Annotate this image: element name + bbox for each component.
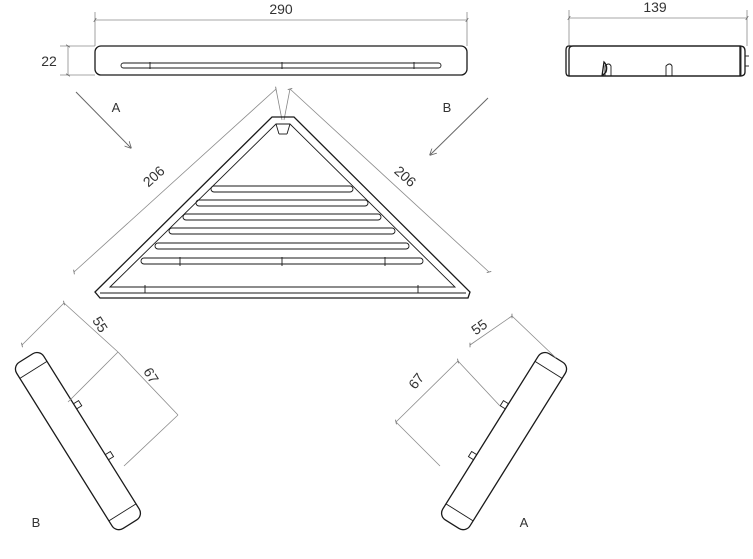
view-b-section: 55 67 B [14,300,179,531]
front-shelf-slot [120,62,442,69]
side-view: 139 [565,0,749,77]
dimension-front-height: 22 [41,53,57,69]
dimension-view-b-67: 67 [140,365,162,387]
dimension-edge-left: 206 [140,162,168,190]
view-b-bar [14,351,142,531]
shelf-outline [94,116,471,299]
view-label-bottom-right: A [520,515,529,530]
front-view: 290 22 [41,1,469,77]
drain-slots [140,185,424,266]
view-a-bar [440,351,568,531]
shelf-inner-outline [108,123,457,288]
view-label-bottom-left: B [32,515,41,530]
view-arrow-b: B [430,97,489,155]
dimension-view-a-55: 55 [468,316,490,338]
view-a-section: 55 67 A [395,313,568,531]
dimension-view-b-55: 55 [89,314,111,336]
dimension-view-a-67: 67 [405,370,427,392]
dimension-front-length: 290 [269,1,293,17]
plan-view: 206 206 [73,86,492,299]
view-label-top-right: B [443,100,452,115]
view-label-top-left: A [112,100,121,115]
side-shelf-body [568,45,741,77]
view-arrow-a: A [75,91,131,148]
front-shelf-body [94,45,468,76]
dimension-side-length: 139 [643,0,667,15]
